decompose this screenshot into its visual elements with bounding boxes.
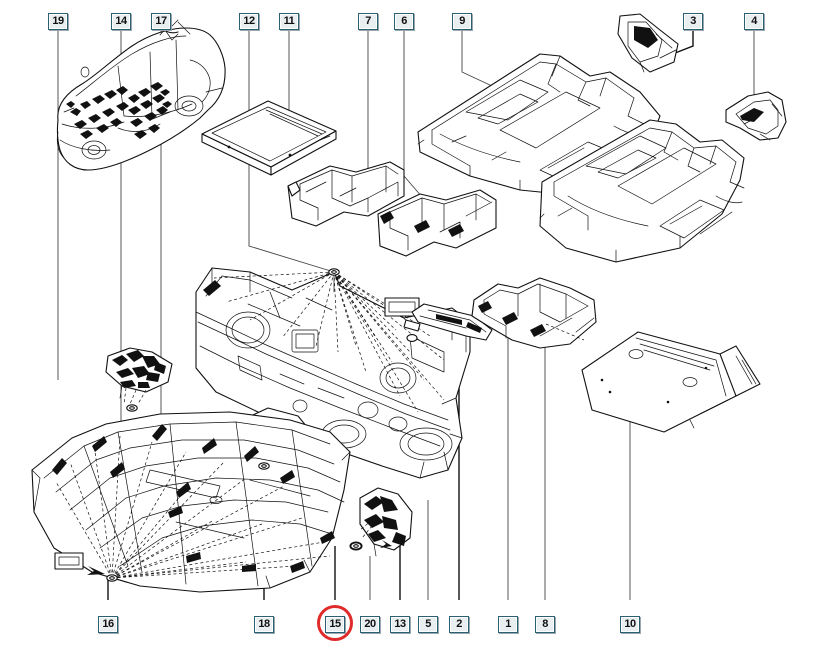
callout-9[interactable]: 9 [452,13,472,30]
part-firewall-dash-insulator [195,267,471,479]
part-clip-small [403,319,421,342]
part-underbody-floor-pan [31,411,351,593]
part-speckled-bracket-17 [105,347,173,412]
callout-8[interactable]: 8 [535,616,555,633]
part-small-bracket-4 [725,91,787,141]
callout-11[interactable]: 11 [279,13,299,30]
callout-17[interactable]: 17 [151,13,171,30]
callout-12[interactable]: 12 [239,13,259,30]
callout-3[interactable]: 3 [683,13,703,30]
callout-10[interactable]: 10 [620,616,640,633]
callout-14[interactable]: 14 [111,13,131,30]
callout-16[interactable]: 16 [98,616,118,633]
callout-4[interactable]: 4 [744,13,764,30]
callout-2[interactable]: 2 [449,616,469,633]
callout-20[interactable]: 20 [360,616,380,633]
part-small-bracket-13 [349,487,413,557]
callout-7[interactable]: 7 [358,13,378,30]
callout-15[interactable]: 15 [325,616,345,633]
part-flat-floor-panel [545,323,761,433]
callout-13[interactable]: 13 [390,616,410,633]
part-rear-insulator-pad [377,189,497,257]
callout-6[interactable]: 6 [394,13,414,30]
callout-18[interactable]: 18 [254,616,274,633]
callout-19[interactable]: 19 [48,13,68,30]
part-floor-carpet-right [539,119,745,263]
part-trunk-floor-board [201,100,337,176]
callout-5[interactable]: 5 [418,616,438,633]
part-small-bracket-3 [617,13,679,73]
part-front-insulator-pad [287,161,405,227]
part-center-carpet-module [471,277,597,349]
callout-1[interactable]: 1 [498,616,518,633]
vehicle-outline-illustration [56,19,226,171]
